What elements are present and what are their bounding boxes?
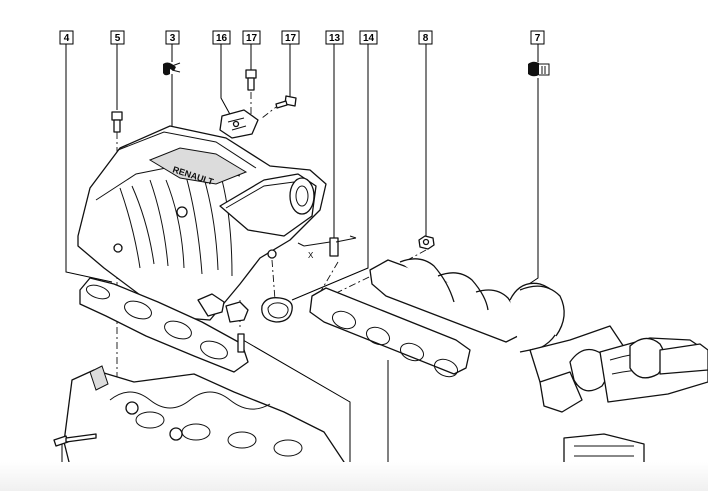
svg-text:8: 8 [423, 33, 429, 44]
svg-text:16: 16 [216, 33, 228, 44]
svg-text:17: 17 [285, 33, 297, 44]
part-4-intake-gasket[interactable] [79, 277, 249, 373]
callout-5[interactable]: 5 [110, 30, 125, 45]
callout-17a[interactable]: 17 [242, 30, 261, 45]
svg-text:4: 4 [64, 33, 70, 44]
callout-7[interactable]: 7 [530, 30, 545, 45]
svg-text:14: 14 [363, 33, 375, 44]
svg-text:13: 13 [329, 33, 341, 44]
part-14-seal[interactable] [261, 297, 293, 323]
svg-text:7: 7 [535, 33, 541, 44]
part-7-clip[interactable] [528, 61, 550, 77]
callout-4[interactable]: 4 [59, 30, 74, 45]
exhaust-manifold[interactable] [369, 258, 708, 469]
svg-text:17: 17 [246, 33, 258, 44]
dimension-x-label: X [308, 251, 314, 260]
part-3-clip[interactable] [163, 62, 181, 76]
svg-text:3: 3 [170, 33, 176, 44]
part-17-bolt-vertical[interactable] [245, 69, 257, 91]
svg-text:5: 5 [115, 33, 121, 44]
callout-13[interactable]: 13 [325, 30, 344, 45]
part-8-nut[interactable] [418, 235, 435, 250]
part-5-bolt[interactable] [111, 111, 123, 133]
part-13-stud[interactable]: X [297, 235, 357, 260]
bottom-fade [0, 462, 708, 491]
callout-3[interactable]: 3 [165, 30, 180, 45]
part-17-bolt-angled[interactable] [275, 95, 297, 109]
callout-16[interactable]: 16 [212, 30, 231, 45]
part-16-bracket[interactable] [219, 109, 259, 139]
callout-17b[interactable]: 17 [281, 30, 300, 45]
callout-8[interactable]: 8 [418, 30, 433, 45]
intake-manifold[interactable]: RENAULT [77, 125, 327, 323]
callout-14[interactable]: 14 [359, 30, 378, 45]
exhaust-gasket[interactable] [309, 287, 471, 380]
